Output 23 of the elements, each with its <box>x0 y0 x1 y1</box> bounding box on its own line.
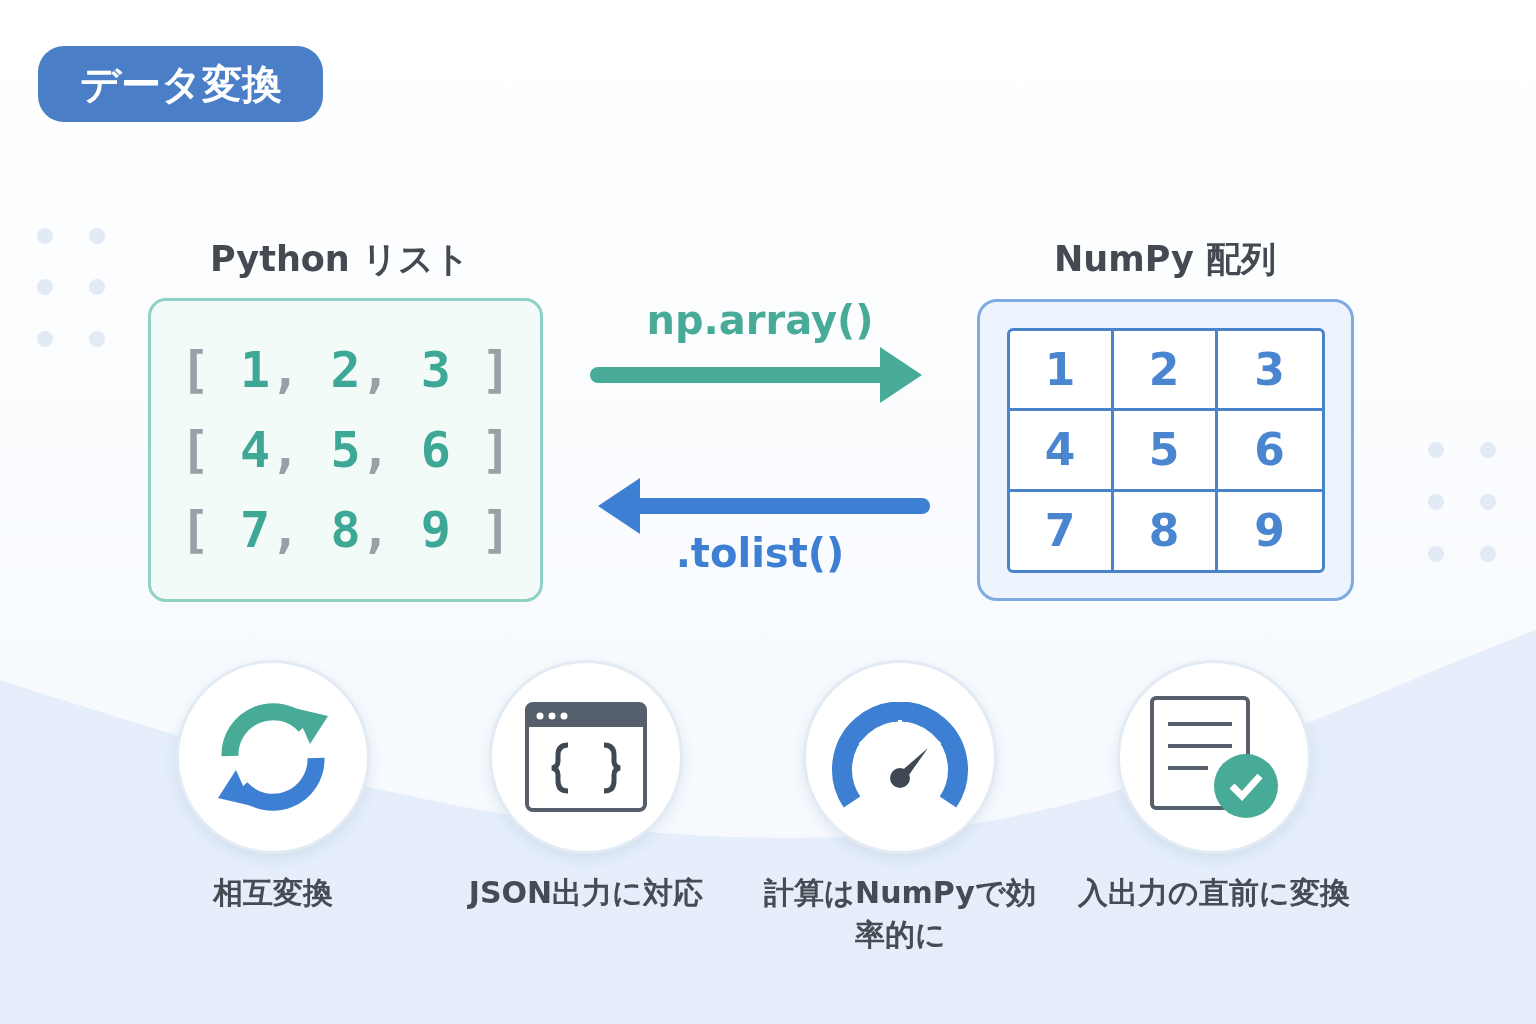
feature-caption: 相互変換 <box>211 874 334 912</box>
feature-caption: 入出力の直前に変換 <box>1076 874 1351 912</box>
grid-cell-text: 9 <box>1253 504 1286 559</box>
list-row-text: [ 7, 8, 9 ] <box>179 500 512 561</box>
grid-cell: 6 <box>1217 411 1322 492</box>
edge-label: .tolist() <box>674 530 846 576</box>
grid-cell: 4 <box>1009 411 1114 492</box>
edge-label: np.array() <box>645 297 875 343</box>
arrow <box>598 478 930 534</box>
title-badge: データ変換 <box>38 46 323 122</box>
grid-cell: 7 <box>1009 491 1114 570</box>
grid-cell: 1 <box>1009 330 1114 412</box>
grid-cell: 5 <box>1113 411 1218 492</box>
feature-caption: 計算はNumPyで効率的に <box>763 874 1037 954</box>
arrow <box>590 347 922 403</box>
grid-cell: 8 <box>1113 491 1218 570</box>
list-row-text: [ 1, 2, 3 ] <box>179 340 512 401</box>
list-heading: Python リスト <box>209 238 471 281</box>
grid-cell: 2 <box>1113 330 1218 412</box>
array-heading: NumPy 配列 <box>1053 238 1277 281</box>
list-row-text: [ 4, 5, 6 ] <box>179 420 512 481</box>
feature-caption: JSON出力に対応 <box>466 874 705 912</box>
grid-cell: 3 <box>1217 330 1322 412</box>
